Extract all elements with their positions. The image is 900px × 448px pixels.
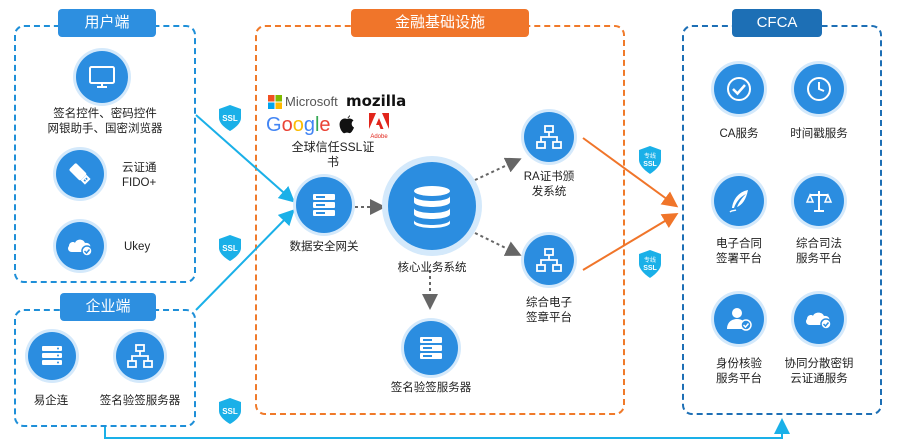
enterprise-item-2-label: 签名验签服务器: [99, 395, 181, 407]
user-side-tag: 用户端: [58, 9, 156, 37]
cfca-cloud-check-icon: [794, 294, 844, 344]
google-logo: Google: [266, 114, 331, 136]
user-item-3-label: Ukey: [124, 241, 151, 253]
arrow-user-to-gateway: [195, 114, 295, 203]
user-item-1-label: 签名控件、密码控件 网银助手、国密浏览器: [47, 108, 163, 135]
svg-text:SSL: SSL: [222, 407, 238, 416]
clock-icon: [794, 64, 844, 114]
enterprise-item-1-label: 易企连: [33, 395, 69, 407]
ssl-badge-top: SSL: [218, 104, 242, 137]
user-item-2-label: 云证通 FIDO+: [122, 162, 157, 189]
core-database-icon: [388, 162, 476, 250]
cfca-item-6-label: 协同分散密钥 云证通服务: [784, 358, 854, 385]
svg-text:SSL: SSL: [643, 161, 657, 168]
network-icon: [116, 332, 164, 380]
verify-server-icon: [404, 321, 458, 375]
seal-network-icon: [524, 235, 574, 285]
enterprise-side-tag: 企业端: [60, 293, 156, 321]
usb-key-icon: [56, 150, 104, 198]
svg-text:SSL: SSL: [643, 265, 657, 272]
core-label: 核心业务系统: [397, 262, 467, 274]
server-icon: [28, 332, 76, 380]
seal-label: 综合电子 签章平台: [526, 297, 572, 324]
arrow-bottom-to-cfca: [104, 418, 790, 439]
svg-text:SSL: SSL: [222, 114, 238, 123]
arrow-core-to-ra: [474, 157, 522, 181]
ra-network-icon: [524, 112, 574, 162]
mozilla-logo: mozilla: [346, 92, 407, 110]
apple-icon: [338, 113, 356, 139]
cfca-item-4-label: 综合司法 服务平台: [796, 238, 842, 265]
cfca-tag: CFCA: [732, 9, 822, 37]
ssl-cert-label: 全球信任SSL证 书: [291, 140, 375, 169]
cfca-item-2-label: 时间戳服务: [790, 128, 848, 140]
infra-tag: 金融基础设施: [351, 9, 529, 37]
svg-text:专线: 专线: [644, 152, 656, 160]
svg-text:SSL: SSL: [222, 244, 238, 253]
arrow-enterprise-to-gateway: [195, 209, 295, 311]
arrow-core-to-seal: [474, 232, 522, 256]
ca-check-icon: [714, 64, 764, 114]
cloud-check-icon: [56, 222, 104, 270]
cfca-item-1-label: CA服务: [719, 128, 759, 140]
arrow-ra-to-cfca: [582, 137, 679, 208]
microsoft-logo: Microsoft: [268, 94, 338, 109]
adobe-logo: Adobe: [367, 113, 391, 140]
cfca-item-5-label: 身份核验 服务平台: [716, 358, 762, 385]
svg-text:专线: 专线: [644, 256, 656, 264]
ssl-badge-bottom: SSL: [218, 397, 242, 430]
ssl-badge-middle: SSL: [218, 234, 242, 267]
gateway-server-icon: [296, 177, 352, 233]
quill-icon: [714, 176, 764, 226]
scales-icon: [794, 176, 844, 226]
verify-server-label: 签名验签服务器: [390, 382, 472, 394]
ra-label: RA证书颁 发系统: [523, 171, 575, 198]
gateway-label: 数据安全网关: [289, 241, 359, 253]
cfca-item-3-label: 电子合同 签署平台: [716, 238, 762, 265]
monitor-icon: [76, 51, 128, 103]
user-check-icon: [714, 294, 764, 344]
arrow-seal-to-cfca: [582, 212, 679, 271]
